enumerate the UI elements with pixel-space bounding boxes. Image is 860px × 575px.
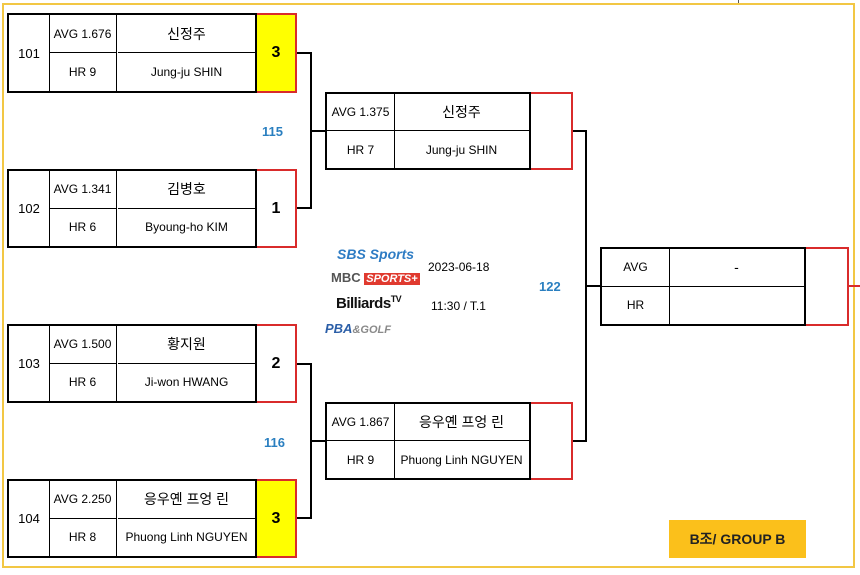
player-card-101[interactable]: 101 AVG 1.676 HR 9 신정주 Jung-ju SHIN bbox=[7, 13, 257, 93]
semifinal-card-bottom[interactable]: AVG 1.867 HR 9 응우옌 프엉 린 Phuong Linh NGUY… bbox=[325, 402, 531, 480]
seed-number: 101 bbox=[9, 15, 50, 91]
player-name-english: Jung-ju SHIN bbox=[425, 142, 498, 157]
connector-line bbox=[585, 285, 600, 287]
player-names: 신정주 Jung-ju SHIN bbox=[118, 15, 255, 91]
connector-line bbox=[573, 130, 587, 132]
seed-number: 104 bbox=[9, 481, 50, 556]
player-stats: AVG 1.867 HR 9 bbox=[327, 404, 395, 478]
player-stats: AVG 1.341 HR 6 bbox=[49, 171, 117, 246]
match-number-115: 115 bbox=[262, 124, 283, 139]
billiards-tv-logo: BilliardsTV bbox=[336, 294, 402, 312]
player-name-korean: 김병호 bbox=[118, 171, 255, 209]
player-name-english: Ji-won HWANG bbox=[144, 375, 229, 390]
connector-line bbox=[297, 517, 311, 519]
hr-value: HR bbox=[626, 298, 645, 313]
player-name-english: Jung-ju SHIN bbox=[150, 65, 223, 79]
connector-line bbox=[297, 52, 311, 54]
player-name-english: Byoung-ho KIM bbox=[145, 220, 228, 235]
player-name-korean: 응우옌 프엉 린 bbox=[118, 481, 255, 519]
player-stats: AVG 1.676 HR 9 bbox=[49, 15, 117, 91]
player-card-104[interactable]: 104 AVG 2.250 HR 8 응우옌 프엉 린 Phuong Linh … bbox=[7, 479, 257, 558]
score-box-103: 2 bbox=[257, 324, 297, 403]
player-stats: AVG 2.250 HR 8 bbox=[49, 481, 117, 556]
player-name-empty bbox=[669, 287, 804, 325]
player-stats: AVG 1.375 HR 7 bbox=[327, 94, 395, 168]
player-name-english: Phuong Linh NGUYEN bbox=[400, 452, 523, 467]
avg-value: AVG 1.375 bbox=[327, 94, 394, 131]
player-name-korean: 신정주 bbox=[118, 15, 255, 53]
semifinal-card-top[interactable]: AVG 1.375 HR 7 신정주 Jung-ju SHIN bbox=[325, 92, 531, 170]
connector-line bbox=[310, 440, 325, 442]
match-time-table: 11:30 / T.1 bbox=[431, 299, 486, 313]
hr-value: HR 6 bbox=[68, 375, 97, 390]
avg-value: AVG 1.341 bbox=[49, 171, 116, 209]
score-box-102: 1 bbox=[257, 169, 297, 248]
score-box-semifinal-top bbox=[531, 92, 573, 170]
avg-value: AVG 2.250 bbox=[49, 481, 116, 519]
connector-line bbox=[573, 440, 587, 442]
player-card-102[interactable]: 102 AVG 1.341 HR 6 김병호 Byoung-ho KIM bbox=[7, 169, 257, 248]
avg-value: AVG 1.676 bbox=[49, 15, 116, 53]
hr-value: HR 9 bbox=[68, 65, 97, 79]
top-tick-mark bbox=[738, 0, 739, 3]
connector-line bbox=[310, 130, 325, 132]
score-box-semifinal-bottom bbox=[531, 402, 573, 480]
player-stats: AVG 1.500 HR 6 bbox=[49, 326, 117, 401]
match-number-122: 122 bbox=[539, 279, 561, 294]
player-names: 응우옌 프엉 린 Phuong Linh NGUYEN bbox=[118, 481, 255, 556]
hr-value: HR 7 bbox=[346, 142, 375, 157]
connector-line bbox=[849, 285, 860, 287]
seed-number: 102 bbox=[9, 171, 50, 246]
sbs-sports-logo: SBS Sports bbox=[337, 246, 415, 262]
final-card[interactable]: AVG HR - bbox=[600, 247, 806, 326]
player-name-korean: 신정주 bbox=[394, 94, 529, 131]
player-names: 황지원 Ji-won HWANG bbox=[118, 326, 255, 401]
avg-value: AVG 1.867 bbox=[327, 404, 394, 441]
player-names: 신정주 Jung-ju SHIN bbox=[394, 94, 529, 168]
hr-value: HR 8 bbox=[68, 530, 97, 545]
player-name-placeholder: - bbox=[669, 249, 804, 287]
mbc-sports-logo: MBC SPORTS+ bbox=[331, 270, 420, 285]
hr-value: HR 9 bbox=[346, 452, 375, 467]
connector-line bbox=[297, 207, 311, 209]
avg-value: AVG bbox=[602, 249, 669, 287]
score-box-101: 3 bbox=[257, 13, 297, 93]
match-number-116: 116 bbox=[264, 435, 285, 450]
match-date: 2023-06-18 bbox=[428, 260, 490, 274]
player-names: - bbox=[669, 249, 804, 324]
connector-line bbox=[297, 363, 311, 365]
player-name-english: Phuong Linh NGUYEN bbox=[125, 530, 248, 545]
pba-golf-logo: PBA&GOLF bbox=[325, 321, 391, 336]
score-box-final bbox=[806, 247, 849, 326]
player-card-103[interactable]: 103 AVG 1.500 HR 6 황지원 Ji-won HWANG bbox=[7, 324, 257, 403]
player-names: 김병호 Byoung-ho KIM bbox=[118, 171, 255, 246]
score-box-104: 3 bbox=[257, 479, 297, 558]
avg-value: AVG 1.500 bbox=[49, 326, 116, 364]
player-name-korean: 응우옌 프엉 린 bbox=[394, 404, 529, 441]
seed-number: 103 bbox=[9, 326, 50, 401]
group-badge: B조/ GROUP B bbox=[669, 520, 806, 558]
player-names: 응우옌 프엉 린 Phuong Linh NGUYEN bbox=[394, 404, 529, 478]
hr-value: HR 6 bbox=[68, 220, 97, 235]
player-stats: AVG HR bbox=[602, 249, 670, 324]
player-name-korean: 황지원 bbox=[118, 326, 255, 364]
